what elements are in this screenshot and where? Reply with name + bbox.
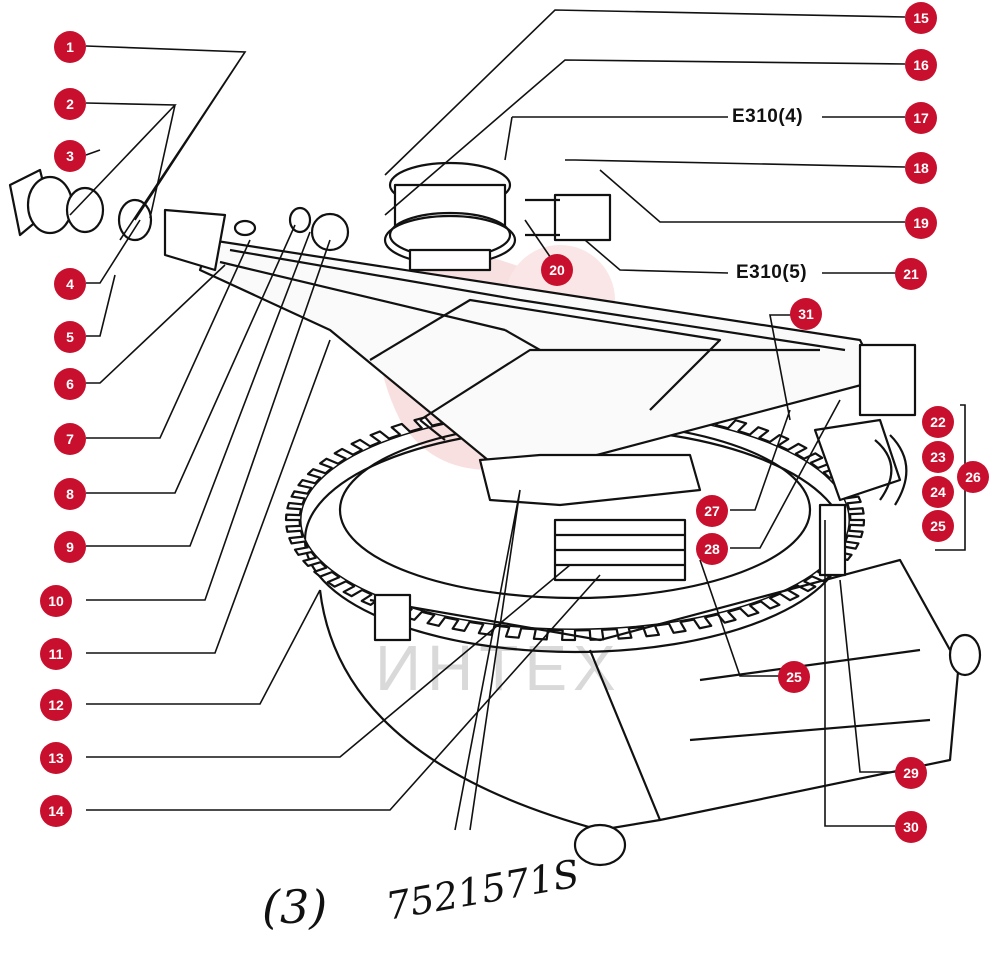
callout-2[interactable]: 2 xyxy=(54,88,86,120)
gear-tooth xyxy=(369,430,391,444)
gear-tooth xyxy=(390,422,411,436)
gear-tooth xyxy=(297,478,316,490)
callout-22[interactable]: 22 xyxy=(922,406,954,438)
gear-tooth xyxy=(841,540,860,550)
gear-tooth xyxy=(288,535,306,545)
callout-1[interactable]: 1 xyxy=(54,31,86,63)
part-code-17: E310(4) xyxy=(732,106,804,127)
gear-tooth xyxy=(847,529,864,539)
callout-25-right[interactable]: 25 xyxy=(922,510,954,542)
callout-16[interactable]: 16 xyxy=(905,49,937,81)
callout-24[interactable]: 24 xyxy=(922,476,954,508)
callout-10[interactable]: 10 xyxy=(40,585,72,617)
callout-30[interactable]: 30 xyxy=(895,811,927,843)
handwritten-index: (3) xyxy=(262,880,328,934)
gear-tooth xyxy=(293,546,313,556)
gear-tooth xyxy=(333,447,354,460)
gear-tooth xyxy=(849,518,866,527)
callout-29[interactable]: 29 xyxy=(895,757,927,789)
callout-8[interactable]: 8 xyxy=(54,478,86,510)
gear-tooth xyxy=(350,438,372,452)
callout-11[interactable]: 11 xyxy=(40,638,72,670)
gear-tooth xyxy=(284,513,301,522)
callout-15[interactable]: 15 xyxy=(905,2,937,34)
callout-18[interactable]: 18 xyxy=(905,152,937,184)
callout-20[interactable]: 20 xyxy=(541,254,573,286)
callout-7[interactable]: 7 xyxy=(54,423,86,455)
gear-tooth xyxy=(667,621,687,634)
gear-tooth xyxy=(302,556,322,568)
callout-5[interactable]: 5 xyxy=(54,321,86,353)
leader-lines xyxy=(69,9,966,831)
gear-tooth xyxy=(787,442,808,456)
gear-tooth xyxy=(451,619,471,632)
callout-25-center[interactable]: 25 xyxy=(778,661,810,693)
gear-tooth xyxy=(778,588,800,602)
callout-21[interactable]: 21 xyxy=(895,258,927,290)
callout-4[interactable]: 4 xyxy=(54,268,86,300)
gear-tooth xyxy=(716,610,737,624)
gear-tooth xyxy=(306,468,327,479)
gear-tooth xyxy=(504,626,523,639)
gear-tooth xyxy=(426,613,447,627)
gear-tooth xyxy=(844,495,862,505)
gear-tooth xyxy=(326,575,347,588)
gear-tooth xyxy=(726,419,748,433)
gear-tooth xyxy=(748,426,770,440)
gear-tooth xyxy=(286,501,303,511)
callout-6[interactable]: 6 xyxy=(54,368,86,400)
part-code-21: E310(5) xyxy=(736,262,808,283)
gear-tooth xyxy=(313,566,333,578)
gear-tooth xyxy=(342,584,363,598)
gear-tooth xyxy=(692,616,713,630)
callout-19[interactable]: 19 xyxy=(905,207,937,239)
gear-tooth xyxy=(319,457,339,470)
callout-3[interactable]: 3 xyxy=(54,140,86,172)
callout-27[interactable]: 27 xyxy=(696,495,728,527)
callout-14[interactable]: 14 xyxy=(40,795,72,827)
machine-linework xyxy=(8,161,982,867)
callout-12[interactable]: 12 xyxy=(40,689,72,721)
gear-tooth xyxy=(759,596,781,610)
callout-13[interactable]: 13 xyxy=(40,742,72,774)
callout-31[interactable]: 31 xyxy=(790,298,822,330)
callout-23[interactable]: 23 xyxy=(922,441,954,473)
watermark-text: ИНТЕХ xyxy=(375,632,622,704)
gear-tooth xyxy=(285,524,302,533)
callout-9[interactable]: 9 xyxy=(54,531,86,563)
callout-26[interactable]: 26 xyxy=(957,461,989,493)
gear-tooth xyxy=(848,507,865,516)
gear-tooth xyxy=(290,490,309,500)
callout-17[interactable]: 17 xyxy=(905,102,937,134)
gear-tooth xyxy=(739,604,760,618)
callout-28[interactable]: 28 xyxy=(696,533,728,565)
